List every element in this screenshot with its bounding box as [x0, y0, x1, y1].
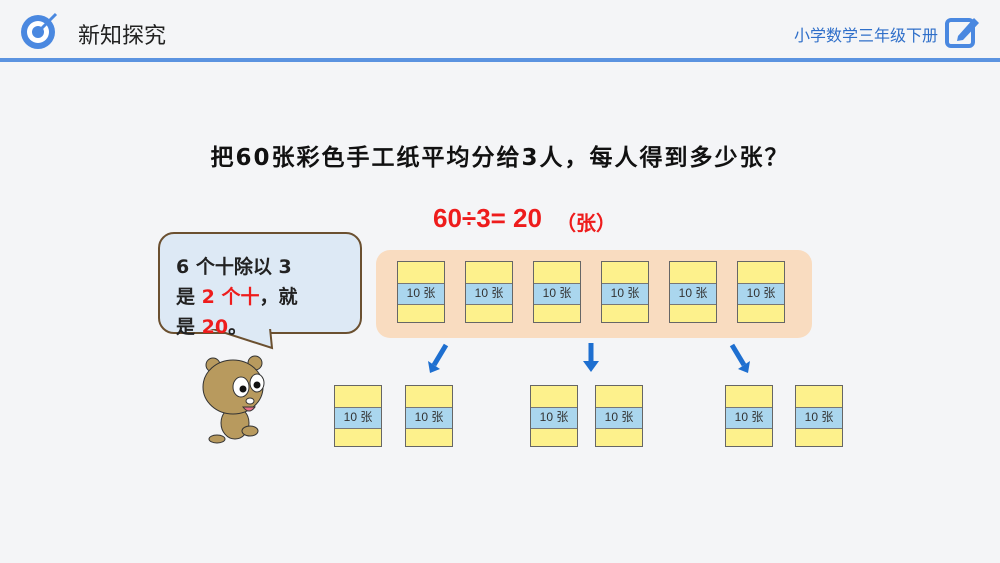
highlight: 2 个十: [201, 286, 260, 308]
target-icon: [21, 12, 58, 49]
packet-label: 10 张: [596, 407, 642, 429]
t: 是: [176, 316, 202, 338]
paper-packet: 10 张: [737, 261, 785, 323]
paper-packet: 10 张: [669, 261, 717, 323]
packet-label: 10 张: [531, 407, 577, 429]
packet-label: 10 张: [602, 283, 648, 305]
question-text: 把60张彩色手工纸平均分给3人，每人得到多少张？: [210, 145, 790, 171]
arrow-left-icon: [428, 343, 449, 373]
packet-label: 10 张: [534, 283, 580, 305]
paper-packet: 10 张: [397, 261, 445, 323]
paper-packet: 10 张: [795, 385, 843, 447]
packet-label: 10 张: [335, 407, 381, 429]
packet-label: 10 张: [670, 283, 716, 305]
speech-bubble: [158, 232, 362, 334]
section-title: 新知探究: [78, 24, 167, 49]
paper-packet: 10 张: [465, 261, 513, 323]
header-divider: [0, 58, 1000, 62]
paper-packet: 10 张: [601, 261, 649, 323]
highlight: 20: [201, 316, 229, 338]
t: 是: [176, 286, 202, 308]
packet-label: 10 张: [398, 283, 444, 305]
paper-packet: 10 张: [595, 385, 643, 447]
t: 。: [228, 316, 248, 338]
subject-label: 小学数学三年级下册: [793, 26, 938, 45]
bubble-text: 6 个十除以 3 是 2 个十，就 是 20。: [176, 252, 356, 342]
bubble-line-1: 6 个十除以 3: [176, 256, 292, 278]
packet-label: 10 张: [726, 407, 772, 429]
paper-packet: 10 张: [405, 385, 453, 447]
packet-label: 10 张: [738, 283, 784, 305]
bubble-line-3: 是 20。: [176, 312, 356, 342]
arrow-down-icon: [583, 343, 599, 372]
packet-label: 10 张: [466, 283, 512, 305]
packet-label: 10 张: [796, 407, 842, 429]
bubble-line-2: 是 2 个十，就: [176, 282, 356, 312]
bear-mascot: [202, 355, 265, 444]
equation: 60÷3= 20: [433, 203, 542, 233]
t: ，就: [259, 286, 298, 308]
paper-packet: 10 张: [334, 385, 382, 447]
bubble-tail: [208, 328, 274, 350]
paper-packet: 10 张: [530, 385, 578, 447]
paper-packet: 10 张: [725, 385, 773, 447]
unit-label: （张）: [556, 211, 616, 235]
edit-icon[interactable]: [944, 14, 980, 50]
packet-label: 10 张: [406, 407, 452, 429]
arrow-right-icon: [729, 343, 750, 373]
paper-packet: 10 张: [533, 261, 581, 323]
